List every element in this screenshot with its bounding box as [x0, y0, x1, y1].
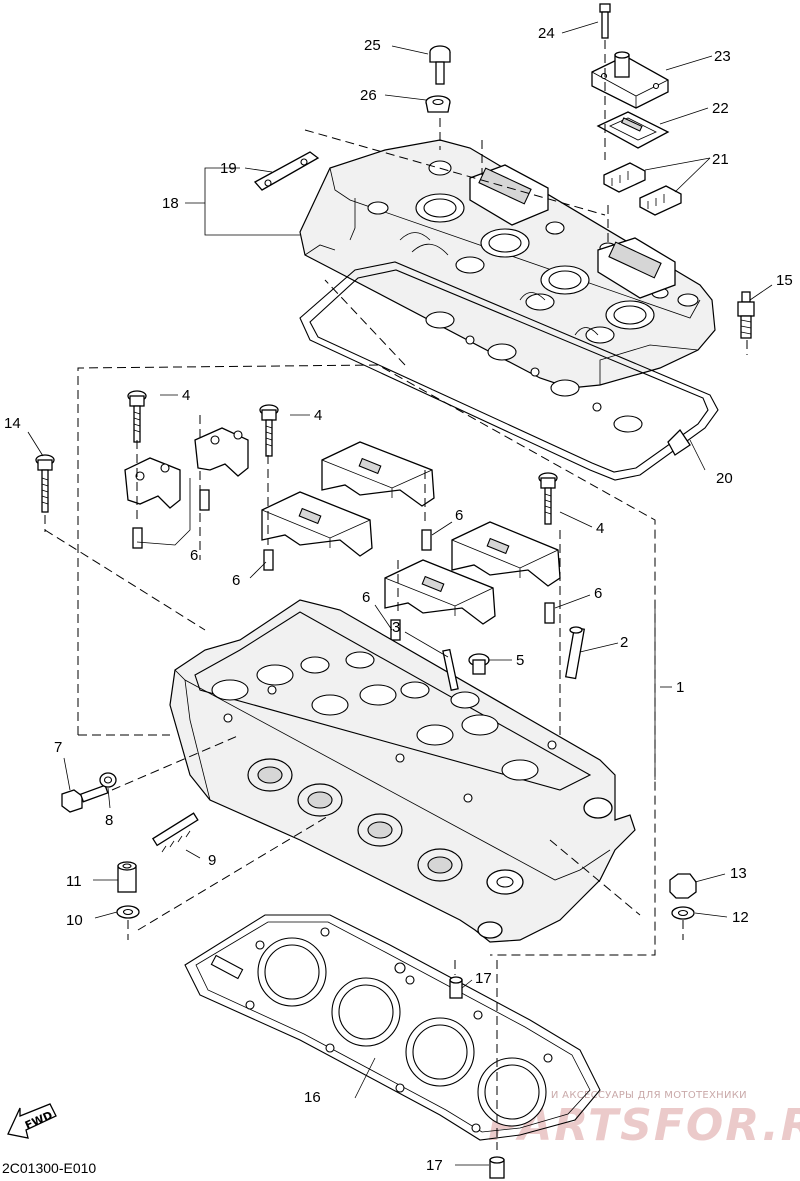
part-25-cap-bolt — [429, 45, 451, 85]
callout-1: 1 — [676, 679, 684, 696]
cam-caps — [35, 390, 561, 641]
callout-7: 7 — [54, 739, 62, 756]
left-side-parts — [61, 772, 697, 920]
assembly-outline — [44, 364, 656, 956]
part-24-bolt — [599, 3, 611, 39]
callout-21: 21 — [712, 151, 729, 168]
callout-6-b: 6 — [232, 572, 240, 589]
callout-6-c: 6 — [455, 507, 463, 524]
callout-4-right: 4 — [596, 520, 604, 537]
callout-14: 14 — [4, 415, 21, 432]
cover-gasket — [299, 261, 719, 481]
callout-17-top: 17 — [475, 970, 492, 987]
part-23-cover — [591, 51, 669, 109]
part-22-gasket — [596, 111, 670, 149]
callout-4-mid: 4 — [314, 407, 322, 424]
part-15-spark-plug — [737, 291, 755, 339]
callout-10: 10 — [66, 912, 83, 929]
callout-11: 11 — [66, 873, 82, 890]
callout-26: 26 — [360, 87, 377, 104]
callout-24: 24 — [538, 25, 555, 42]
callout-25: 25 — [364, 37, 381, 54]
callout-13: 13 — [730, 865, 747, 882]
callout-23: 23 — [714, 48, 731, 65]
valve-cover — [299, 139, 716, 389]
callout-16: 16 — [304, 1089, 321, 1106]
part-26-grommet — [425, 95, 451, 113]
callout-9: 9 — [208, 852, 216, 869]
head-gasket — [184, 914, 601, 1179]
callout-4-left: 4 — [182, 387, 190, 404]
callout-17-bottom: 17 — [426, 1157, 443, 1174]
fwd-arrow-icon: FWD — [7, 1103, 57, 1139]
callout-20: 20 — [716, 470, 733, 487]
callout-6-a: 6 — [190, 547, 198, 564]
part-21-reeds — [603, 162, 682, 216]
callout-12: 12 — [732, 909, 749, 926]
callout-8: 8 — [105, 812, 113, 829]
cylinder-head — [169, 599, 636, 943]
callout-18: 18 — [162, 195, 179, 212]
callouts: 1 2 3 4 4 4 5 6 6 6 6 6 7 8 9 10 11 12 1… — [4, 25, 793, 1174]
part-19-plate — [253, 151, 320, 191]
callout-6-e: 6 — [594, 585, 602, 602]
callout-15: 15 — [776, 272, 793, 289]
watermark-tagline: ЗАПЧАСТИ И АКСЕССУАРЫ ДЛЯ МОТОТЕХНИКИ — [490, 1090, 747, 1101]
callout-2: 2 — [620, 634, 628, 651]
diagram-code: 2C01300-E010 — [2, 1160, 96, 1176]
callout-6-d: 6 — [362, 589, 370, 606]
callout-3: 3 — [392, 619, 400, 636]
callout-22: 22 — [712, 100, 729, 117]
leader-lines — [27, 21, 773, 1166]
callout-19: 19 — [220, 160, 237, 177]
callout-5: 5 — [516, 652, 524, 669]
